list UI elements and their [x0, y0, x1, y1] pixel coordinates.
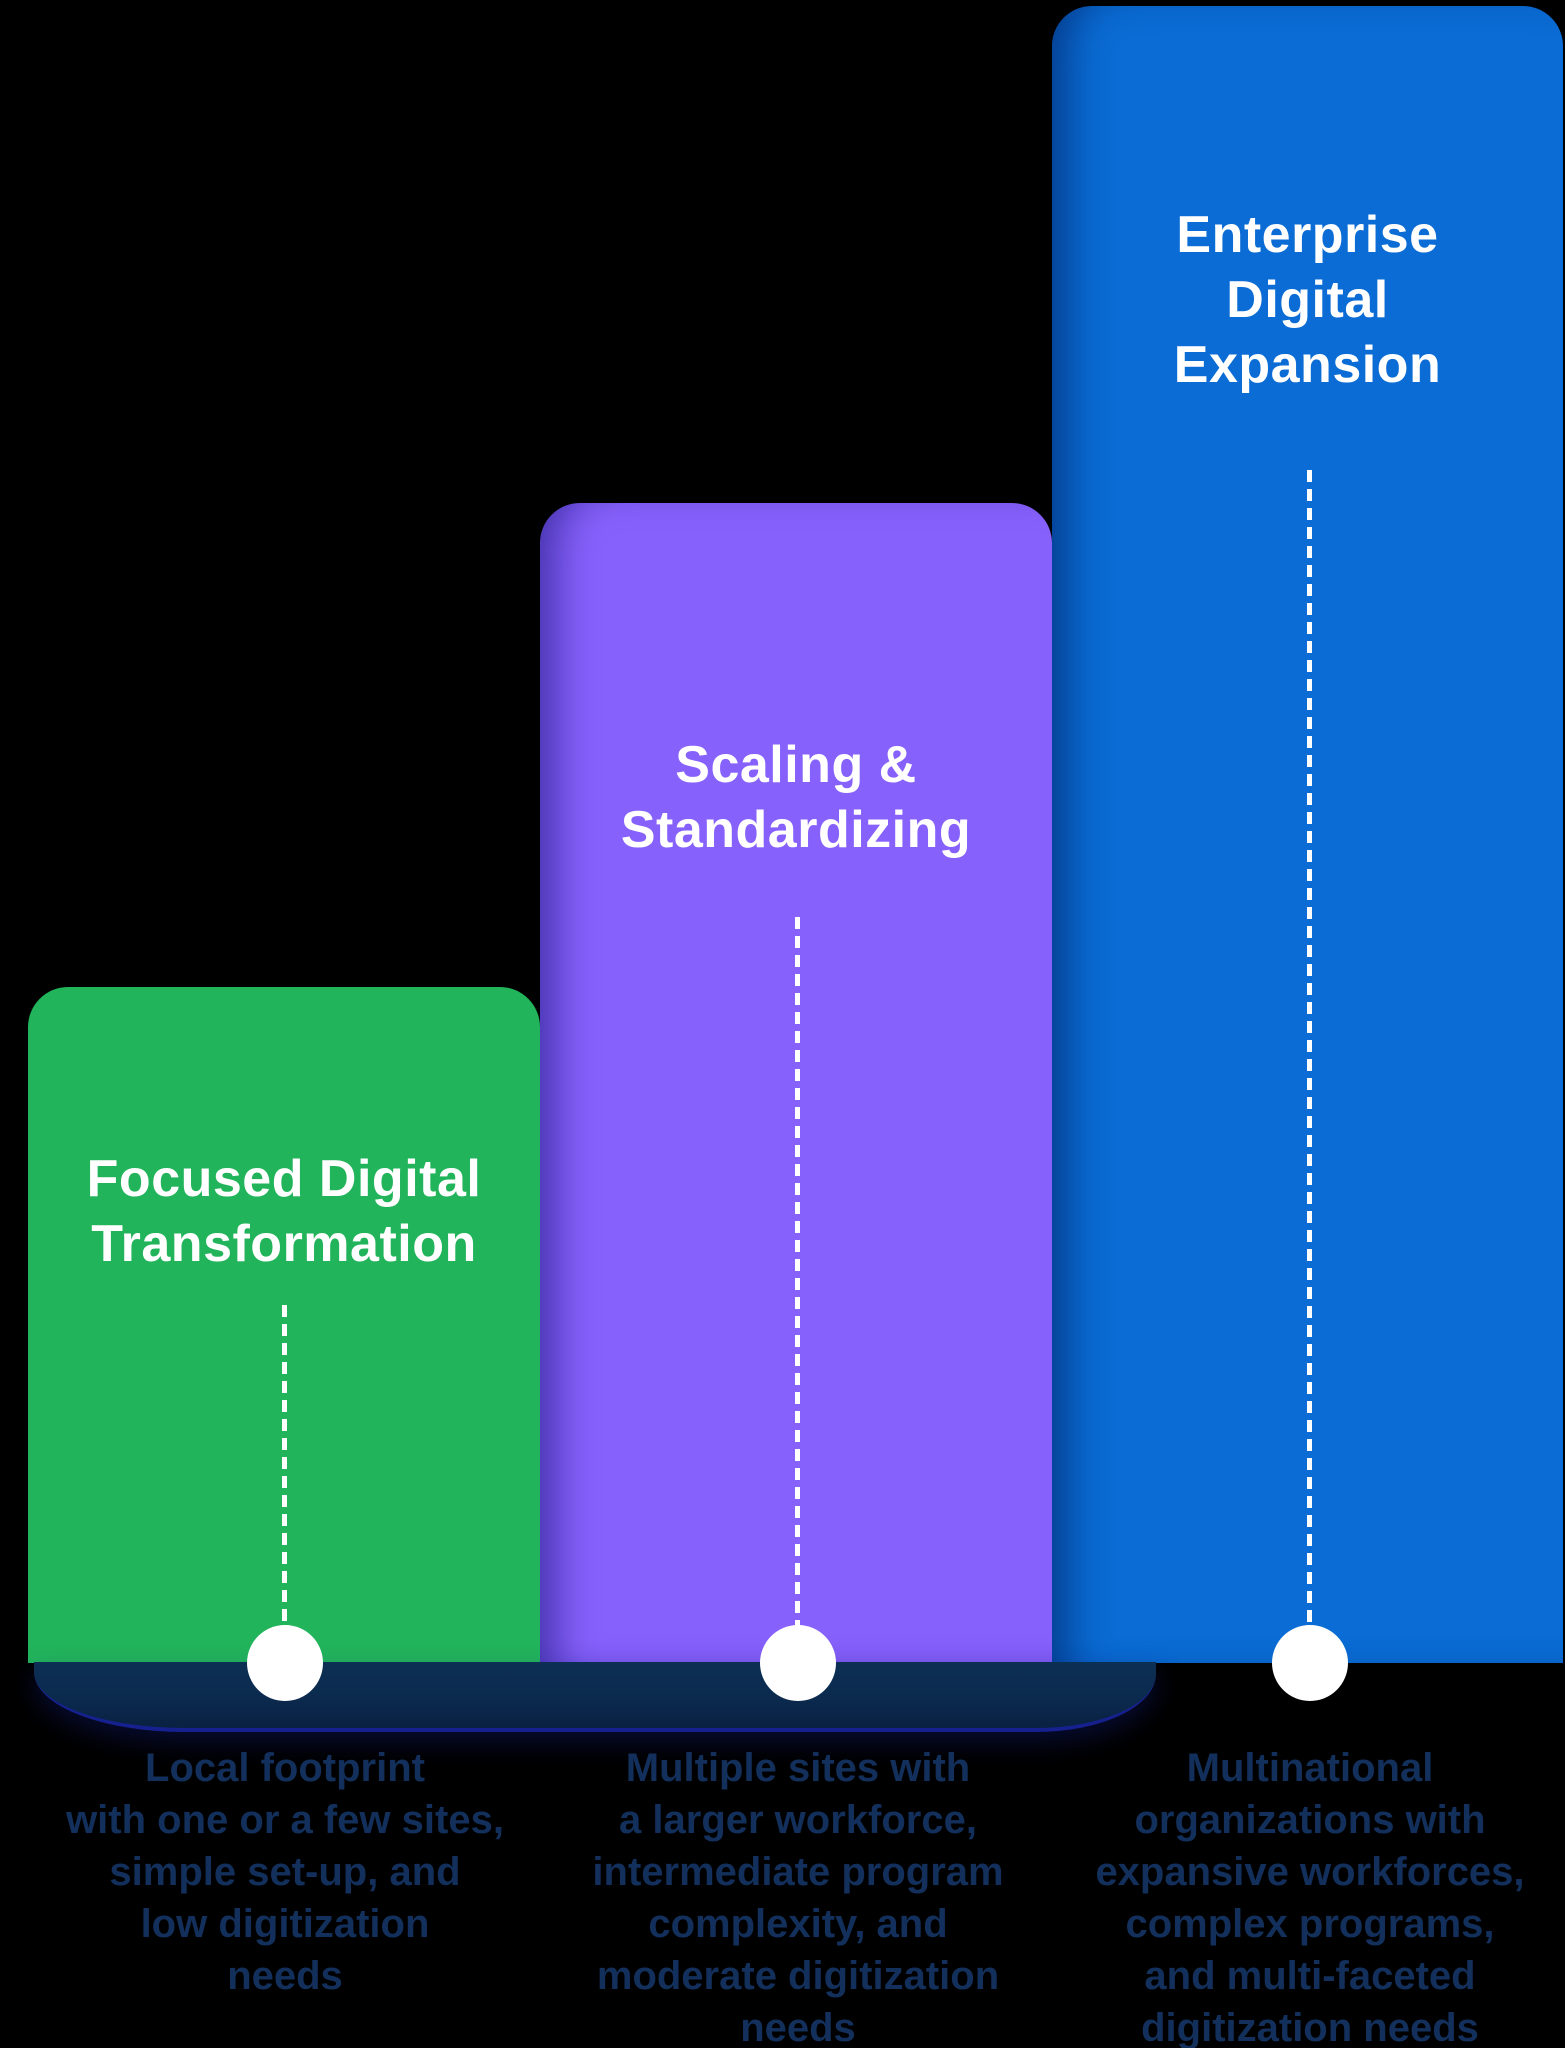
- description-focused-digital-transformation: Local footprint with one or a few sites,…: [66, 1746, 504, 1998]
- milestone-dot: [760, 1625, 836, 1701]
- bar-title-focused-digital-transformation: Focused Digital Transformation: [86, 1150, 482, 1273]
- description-scaling-standardizing: Multiple sites with a larger workforce, …: [592, 1746, 1004, 2048]
- milestone-dot: [1272, 1625, 1348, 1701]
- dashed-connector-line: [282, 1305, 287, 1663]
- bar-title-enterprise-digital-expansion: Enterprise Digital Expansion: [1173, 206, 1442, 394]
- dashed-connector-line: [1307, 470, 1312, 1663]
- shadow-band: [34, 1662, 1156, 1732]
- bar-title-scaling-standardizing: Scaling & Standardizing: [620, 736, 972, 859]
- description-enterprise-digital-expansion: Multinational organizations with expansi…: [1095, 1746, 1525, 2048]
- milestone-dot: [247, 1625, 323, 1701]
- dashed-connector-line: [795, 917, 800, 1663]
